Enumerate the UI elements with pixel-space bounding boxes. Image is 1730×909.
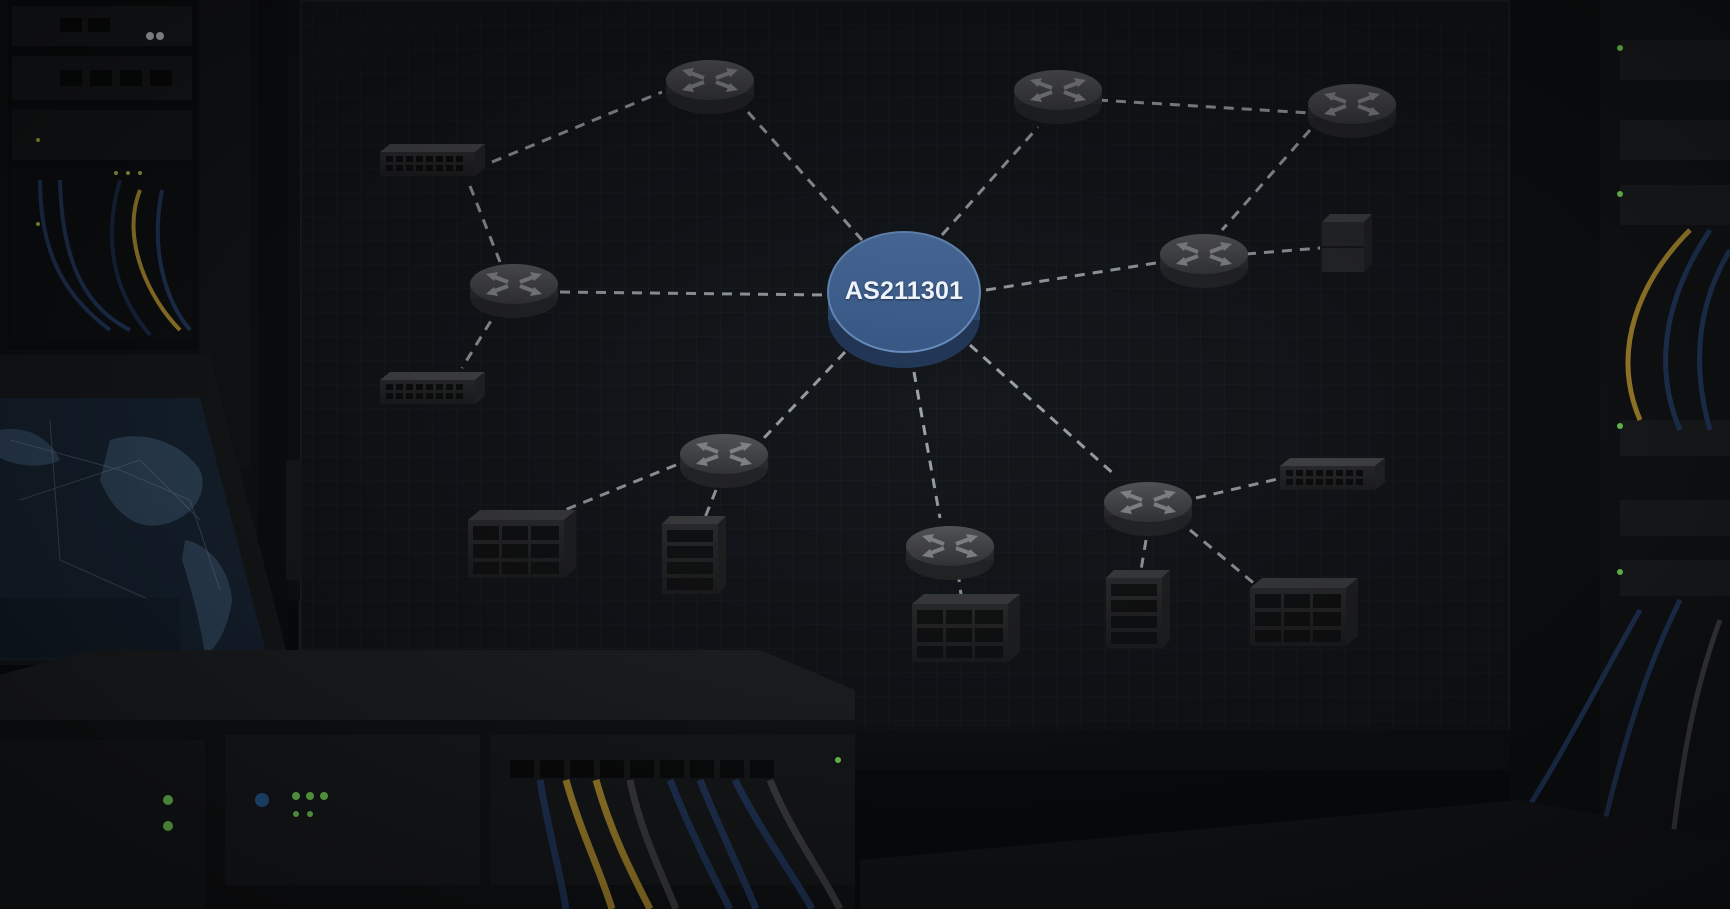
hub-as-label: AS211301 — [844, 277, 964, 305]
